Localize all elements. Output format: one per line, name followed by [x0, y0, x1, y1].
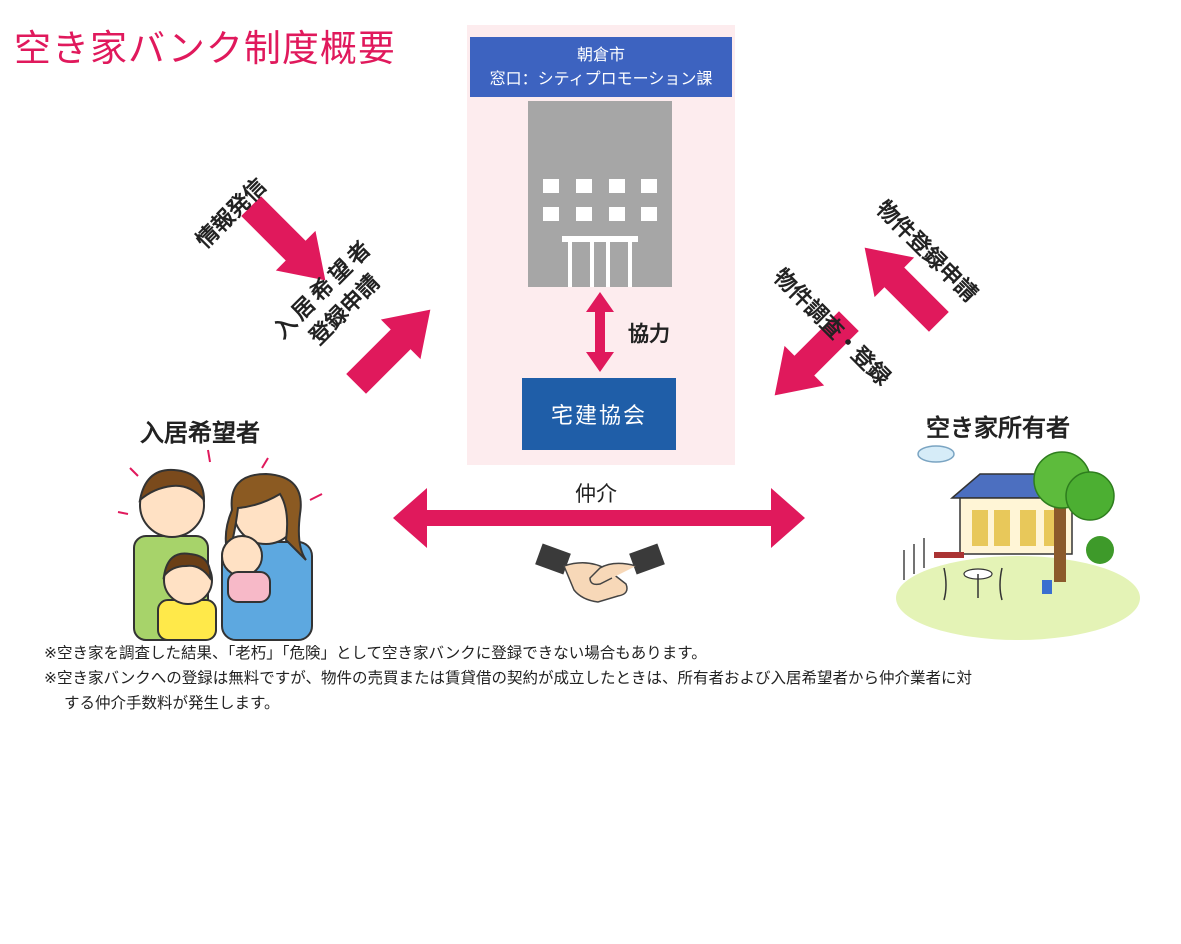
page-title: 空き家バンク制度概要 [14, 27, 396, 70]
family-illustration [117, 449, 323, 641]
city-hall-building-icon [528, 101, 672, 287]
applicant-label: 入居希望者 [140, 419, 260, 447]
house-garden-illustration [896, 445, 1140, 640]
note-2: ※空き家バンクへの登録は無料ですが、物件の売買または賃貸借の契約が成立したときは… [44, 669, 972, 687]
city-name: 朝倉市 [576, 45, 625, 64]
property-registration-arrow [864, 247, 949, 332]
handshake-icon [535, 543, 665, 603]
info-arrow [241, 196, 326, 281]
survey-arrow [774, 311, 859, 396]
note-2-continued: する仲介手数料が発生します。 [64, 694, 280, 712]
owner-label: 空き家所有者 [926, 414, 1070, 442]
city-window: 窓口：シティプロモーション課 [489, 69, 713, 88]
applicant-registration-arrow [346, 309, 431, 394]
cooperation-arrow [586, 292, 614, 372]
mediation-label: 仲介 [575, 482, 617, 506]
cooperation-label: 協力 [628, 322, 670, 346]
note-1: ※空き家を調査した結果、「老朽」「危険」として空き家バンクに登録できない場合もあ… [44, 644, 707, 662]
city-header: 朝倉市 窓口：シティプロモーション課 [470, 37, 732, 97]
association-box: 宅建協会 [522, 378, 676, 450]
mediation-arrow [393, 488, 805, 548]
